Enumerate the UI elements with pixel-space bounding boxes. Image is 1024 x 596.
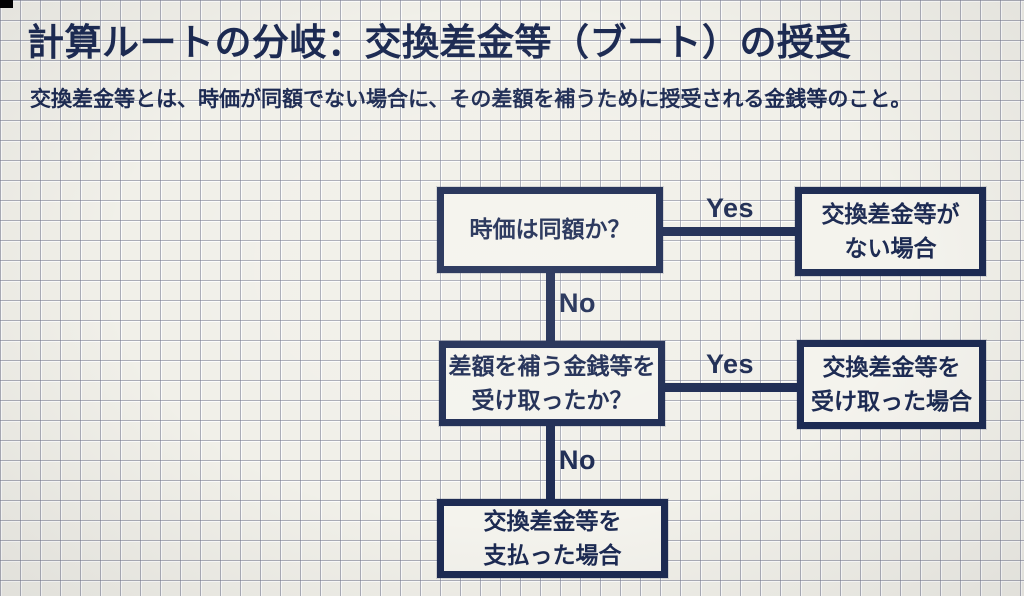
connector-decision1-no [546, 270, 555, 344]
edge-label-no-2: No [559, 445, 596, 475]
flowchart-node-result-no-boot: 交換差金等が ない場合 [795, 187, 986, 276]
connector-decision1-yes [660, 227, 798, 236]
flowchart-node-result-paid-boot: 交換差金等を 支払った場合 [437, 499, 668, 578]
flowchart-node-result-received-boot: 交換差金等を 受け取った場合 [797, 340, 986, 429]
page-title: 計算ルートの分岐：交換差金等（ブート）の授受 [27, 22, 852, 63]
edge-label-no-1: No [559, 288, 596, 318]
page-subtitle: 交換差金等とは、時価が同額でない場合に、その差額を補うために授受される金銭等のこ… [30, 88, 912, 111]
flowchart-node-decision-received-money: 差額を補う金銭等を 受け取ったか？ [439, 341, 665, 426]
edge-label-yes-2: Yes [706, 349, 755, 379]
screen-corner-artifact [0, 0, 13, 8]
flowchart-node-decision-same-price: 時価は同額か？ [437, 187, 663, 273]
edge-label-yes-1: Yes [706, 193, 755, 223]
connector-decision2-yes [662, 383, 800, 392]
connector-decision2-no [546, 423, 555, 502]
